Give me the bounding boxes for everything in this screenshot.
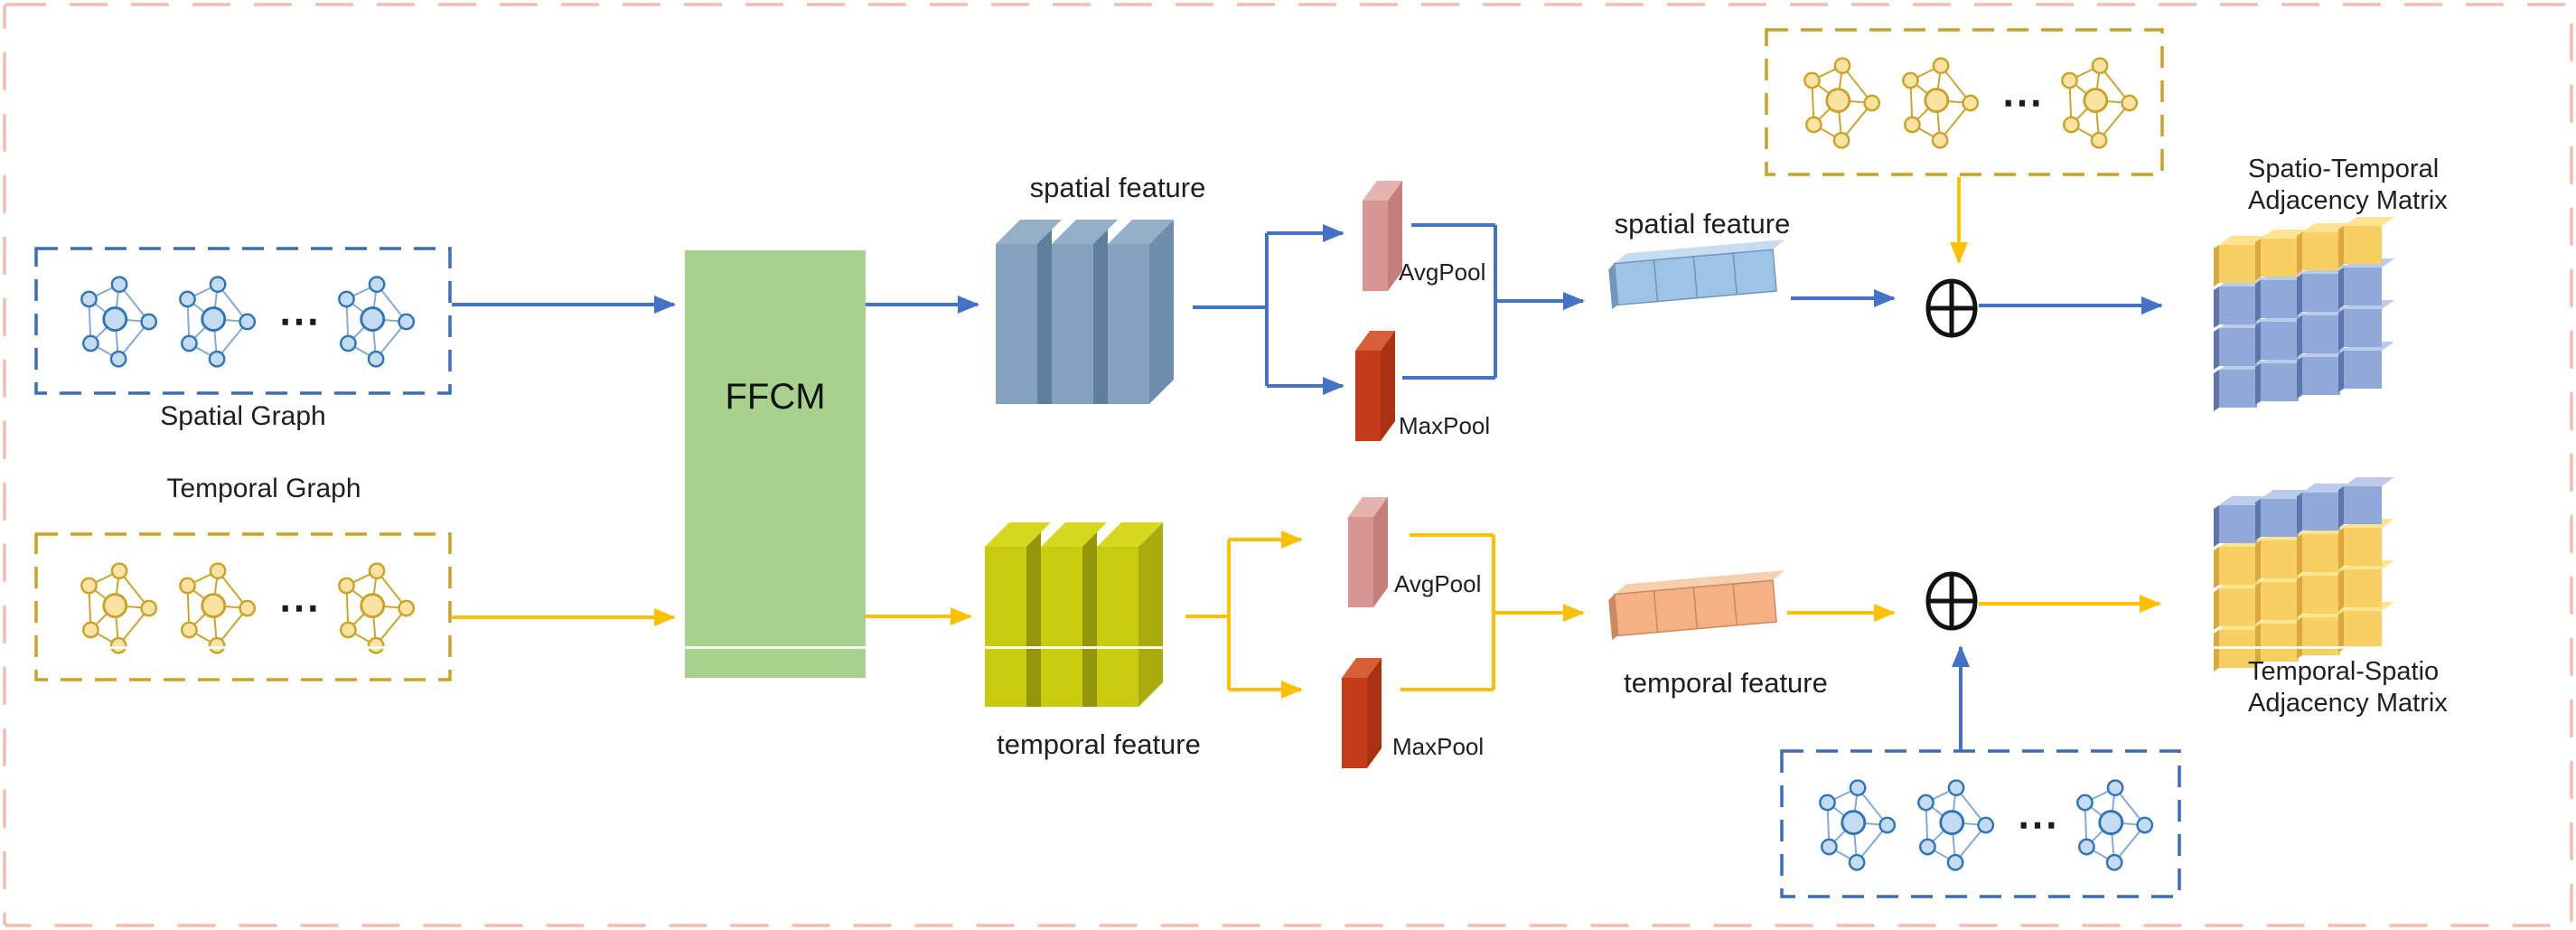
maxpool-block [1355, 331, 1395, 441]
temporal-graph-label: Temporal Graph [166, 474, 361, 503]
spatio-temporal-adjacency-matrix [2214, 217, 2394, 411]
graph-icon [81, 563, 156, 653]
ffcm-label: FFCM [725, 377, 826, 417]
spatial-graph-label: Spatial Graph [160, 401, 326, 431]
temporal-graph-box: ⋯ [36, 534, 492, 680]
avgpool-label: AvgPool [1394, 570, 1482, 597]
ellipsis: ⋯ [2017, 800, 2058, 848]
spatial-graph-skip-box: ⋯ [1782, 751, 2214, 897]
stitch-artifact-line [27, 646, 2548, 649]
spatial-feature-maps-label: spatial feature [1029, 172, 1206, 203]
ffcm-block: FFCM [685, 250, 866, 678]
graph-icon [81, 277, 156, 367]
graph-icon [1903, 58, 1978, 148]
graph-icon [1820, 780, 1895, 869]
spatial-feature-maps [996, 220, 1174, 404]
maxpool-label: MaxPool [1392, 733, 1485, 760]
avgpool-label: AvgPool [1399, 258, 1486, 286]
circle-plus-icon [1919, 568, 1984, 634]
ts-matrix-label-line1: Temporal-Spatio [2248, 657, 2440, 686]
avgpool-block [1348, 497, 1388, 607]
temporal-spatio-adjacency-matrix [2214, 477, 2394, 672]
ts-matrix-label-line2: Adjacency Matrix [2248, 689, 2448, 718]
st-matrix-label-line2: Adjacency Matrix [2248, 186, 2448, 215]
graph-icon [180, 277, 255, 367]
temporal-feature-maps-label: temporal feature [997, 728, 1201, 760]
temporal-graph-skip-box: ⋯ [1766, 30, 2197, 174]
temporal-feature-vector-label: temporal feature [1624, 667, 1828, 699]
ellipsis: ⋯ [278, 297, 320, 344]
temporal-feature-vector [1606, 570, 1790, 640]
spatial-feature-vector-label: spatial feature [1614, 208, 1791, 240]
circle-plus-icon [1919, 276, 1984, 341]
graph-icon [2077, 780, 2152, 869]
spatial-graph-box: ⋯ [36, 249, 492, 393]
graph-icon [1804, 58, 1879, 148]
ts-matrix-label: Temporal-Spatio Adjacency Matrix [2248, 656, 2448, 719]
ellipsis: ⋯ [278, 583, 320, 631]
maxpool-label: MaxPool [1399, 412, 1491, 439]
graph-icon [2062, 58, 2137, 148]
graph-icon [180, 563, 255, 653]
spatial-feature-vector [1606, 240, 1790, 309]
st-matrix-label: Spatio-Temporal Adjacency Matrix [2248, 154, 2448, 217]
graph-icon [339, 277, 414, 367]
temporal-feature-maps [985, 522, 1163, 707]
st-matrix-label-line1: Spatio-Temporal [2248, 155, 2440, 183]
maxpool-block [1342, 658, 1382, 768]
graph-icon [339, 563, 414, 653]
ellipsis: ⋯ [2001, 79, 2043, 126]
graph-icon [1918, 780, 1993, 869]
